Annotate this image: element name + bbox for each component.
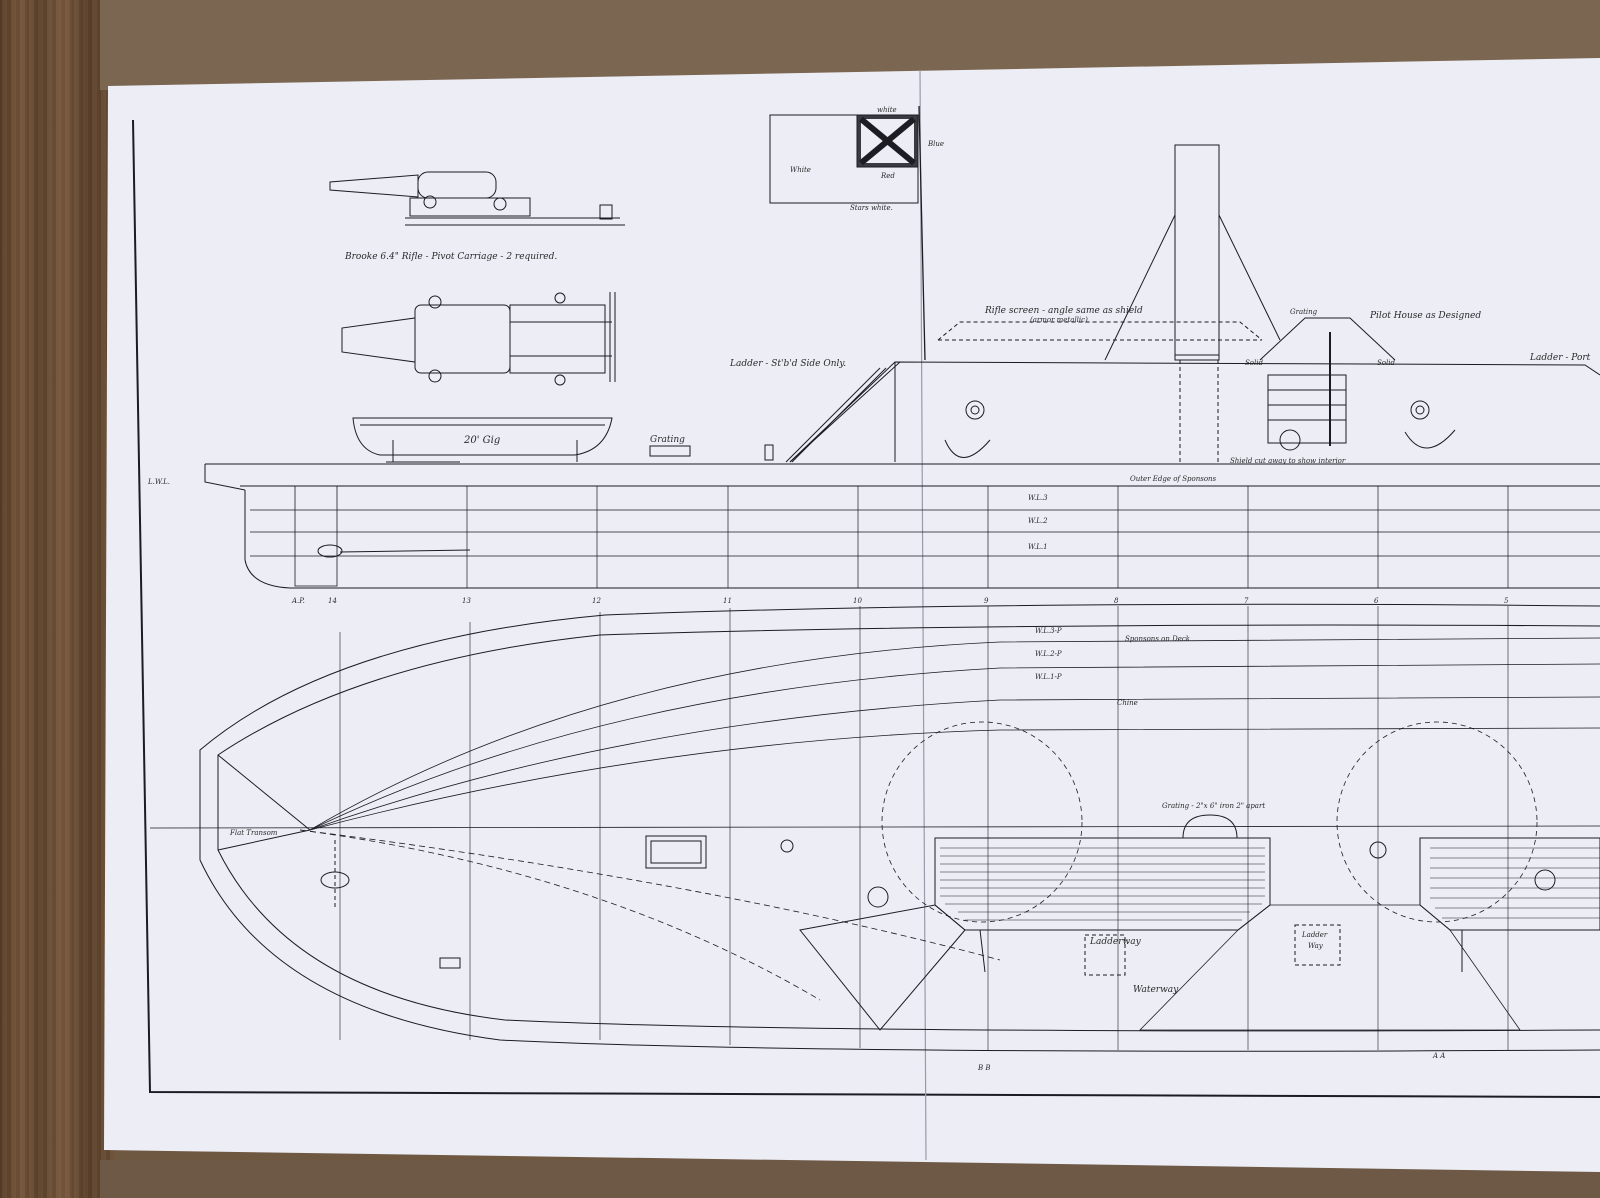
label-pilot-house: Pilot House as Designed (1369, 311, 1481, 321)
label-outer-edge: Outer Edge of Sponsons (1130, 475, 1217, 483)
plan-label-waterway: Waterway (1133, 985, 1179, 995)
flag-label-blue: Blue (927, 140, 944, 148)
plan-label-chine: Chine (1117, 699, 1138, 707)
gun-plan-view (341, 292, 616, 386)
plan-label-sponsons: Sponsons on Deck (1125, 635, 1190, 643)
label-wl3: W.L.3 (1028, 494, 1048, 502)
section-mark-b: B B (977, 1064, 991, 1072)
station-label: 6 (1374, 597, 1379, 605)
gun-side-view (329, 171, 625, 226)
plan-label-ladderway: Ladderway (1089, 937, 1142, 947)
label-rifle-screen-sub: (armor metallic) (1030, 316, 1088, 324)
grating-hatching (940, 847, 1600, 921)
gig-caption: 20' Gig (463, 435, 500, 446)
station-label: 14 (328, 597, 337, 605)
ship-plan-view (149, 603, 1600, 1052)
label-rifle-screen: Rifle screen - angle same as shield (984, 306, 1143, 316)
label-grating-deck: Grating (650, 435, 685, 445)
plan-label-wl2: W.L.2-P (1035, 650, 1062, 658)
fold-line (919, 69, 927, 1161)
station-label: 10 (853, 597, 862, 605)
station-label: 7 (1244, 597, 1249, 605)
label-ladder-port: Ladder - Port (1529, 353, 1591, 363)
ship-profile-view (204, 144, 1600, 589)
plan-label-ladder-way-1: Ladder (1301, 931, 1328, 939)
label-wl1: W.L.1 (1028, 543, 1048, 551)
station-label: A.P. (291, 597, 305, 605)
plan-label-flat-transom: Flat Transom (229, 829, 278, 837)
label-wl2: W.L.2 (1028, 517, 1048, 525)
drawing-border (132, 119, 1600, 1098)
station-label: 9 (984, 597, 989, 605)
flag-label-white-top: white (877, 106, 897, 114)
station-label: 8 (1114, 597, 1119, 605)
label-shield-cutaway: Shield cut away to show interior (1230, 457, 1346, 465)
label-lwl: L.W.L. (147, 478, 170, 486)
plan-label-wl3: W.L.3-P (1035, 627, 1062, 635)
gig-boat-drawing (352, 417, 613, 463)
plan-label-wl1: W.L.1-P (1035, 673, 1062, 681)
label-grating-top: Grating (1290, 308, 1318, 316)
plan-label-grating: Grating - 2"x 6" iron 2" apart (1162, 802, 1265, 810)
flag-label-white: White (790, 166, 811, 174)
gun-caption: Brooke 6.4" Rifle - Pivot Carriage - 2 r… (344, 252, 557, 262)
plan-label-ladder-way-2: Way (1308, 942, 1324, 950)
station-label: 13 (462, 597, 471, 605)
station-label: 5 (1504, 597, 1509, 605)
station-labels: A.P. 14 13 12 11 10 9 8 7 6 5 (291, 597, 1509, 605)
wood-grain-texture (0, 0, 115, 1198)
paper-sheet (104, 58, 1600, 1172)
station-label: 11 (723, 597, 732, 605)
flag-label-red: Red (880, 172, 895, 180)
station-label: 12 (592, 597, 601, 605)
label-ladder-stbd: Ladder - St'b'd Side Only. (729, 359, 846, 369)
label-solid-right: Solid (1377, 359, 1395, 367)
section-mark-a: A A (1432, 1052, 1445, 1060)
flag-label-stars: Stars white. (850, 204, 893, 212)
flag-drawing (769, 105, 926, 361)
wooden-wall-edge (0, 0, 115, 1198)
label-solid-left: Solid (1245, 359, 1263, 367)
